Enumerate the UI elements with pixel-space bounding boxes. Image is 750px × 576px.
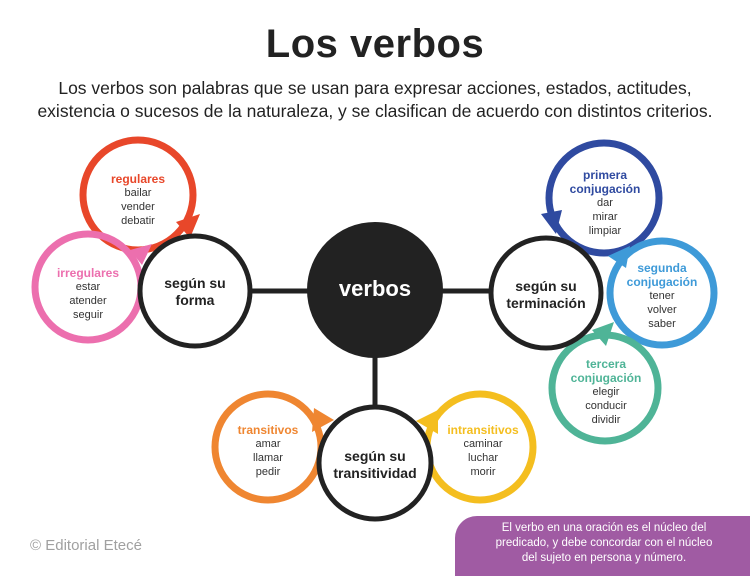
arrow-segunda: [608, 246, 630, 268]
group-intransitivos: intransitivos caminar luchar morir: [447, 423, 519, 478]
group-tercera: tercera conjugación elegir conducir divi…: [570, 357, 642, 426]
arrow-transitivos: [312, 408, 334, 432]
intro-line-2: existencia o sucesos de la naturaleza, y…: [37, 101, 713, 121]
node-label-forma: según su forma: [164, 275, 226, 308]
intro-text: Los verbos son palabras que se usan para…: [30, 77, 720, 123]
ring-primera: [545, 139, 663, 257]
center-node: [307, 222, 443, 358]
note-box: [455, 516, 750, 576]
group-primera: primera conjugación dar mirar limpiar: [569, 168, 641, 237]
arrow-irregulares: [130, 244, 152, 265]
intro-line-1: Los verbos son palabras que se usan para…: [58, 78, 692, 98]
node-label-terminacion: según su terminación: [506, 278, 586, 311]
arrow-intransitivos: [416, 410, 438, 434]
page-title: Los verbos: [265, 22, 485, 66]
group-irregulares: irregulares estar atender seguir: [56, 266, 120, 321]
arrow-tercera: [592, 322, 614, 346]
arrow-regulares: [176, 214, 200, 238]
node-label-transitividad: según su transitividad: [333, 448, 417, 481]
note-text: El verbo en una oración es el núcleo del…: [495, 522, 713, 564]
center-label: verbos: [338, 276, 412, 301]
copyright-text: © Editorial Etecé: [30, 537, 142, 554]
group-regulares: regulares bailar vender debatir: [110, 172, 166, 227]
group-transitivos: transitivos amar llamar pedir: [237, 423, 299, 478]
arrow-primera: [541, 210, 562, 234]
node-terminacion: [488, 235, 604, 351]
group-segunda: segunda conjugación tener volver saber: [626, 261, 698, 330]
node-forma: [137, 233, 253, 349]
node-transitividad: [316, 404, 434, 522]
ring-segunda: [606, 237, 718, 349]
